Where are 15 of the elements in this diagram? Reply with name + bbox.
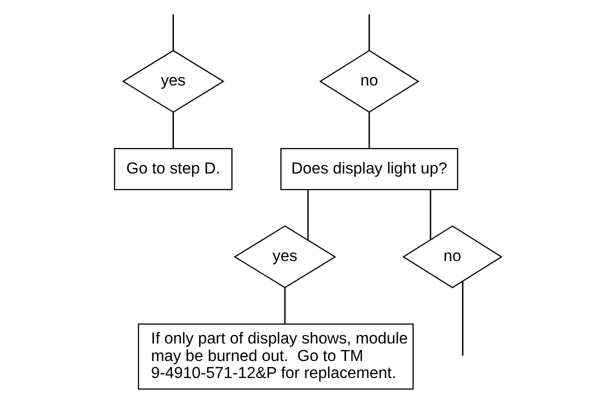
connector (172, 14, 174, 50)
node-box: If only part of display shows, module may be burned out. Go to TM 9-4910-571-12&P for replacement. (138, 324, 414, 390)
node-diamond: no (402, 225, 503, 288)
connector (368, 14, 370, 50)
node-box: Go to step D. (114, 148, 232, 190)
connector (307, 190, 309, 240)
connector (368, 112, 370, 148)
node-diamond: yes (122, 50, 224, 113)
connector (430, 190, 432, 240)
connector (462, 282, 464, 356)
connector (172, 112, 174, 148)
connector (284, 288, 286, 324)
node-box: Does display light up? (280, 148, 458, 190)
node-diamond: no (319, 50, 420, 113)
node-diamond: yes (234, 225, 336, 288)
